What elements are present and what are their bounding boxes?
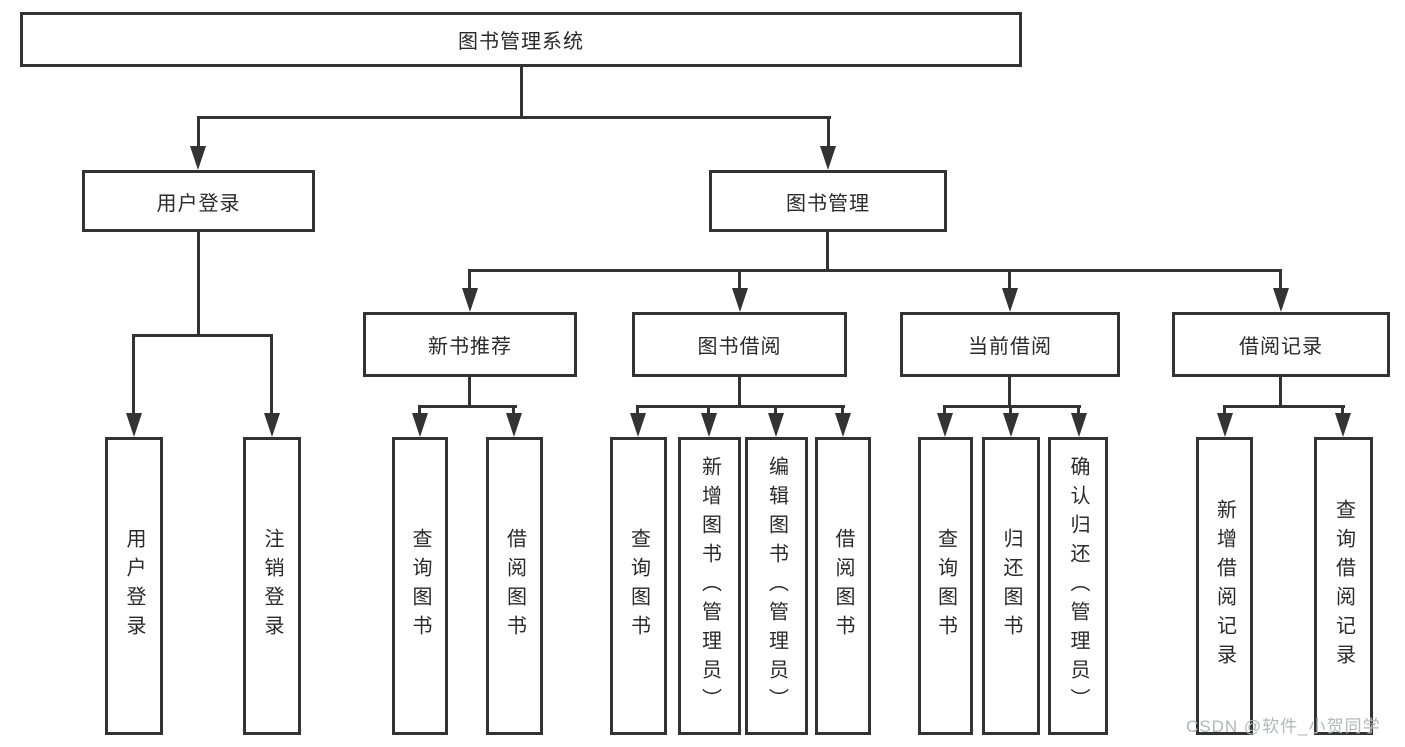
arrowhead-icon: [190, 146, 206, 170]
node-leaf-edit-book-label: 编辑图书（管理员）: [765, 455, 788, 717]
arrowhead-icon: [1002, 288, 1018, 312]
arrowhead-icon: [701, 413, 717, 437]
arrowhead-icon: [506, 413, 522, 437]
node-leaf-borrow-books-1: 借阅图书: [486, 437, 543, 735]
arrowhead-icon: [1273, 288, 1289, 312]
arrowhead-icon: [126, 413, 142, 437]
arrowhead-icon: [1003, 413, 1019, 437]
node-borrow-records: 借阅记录: [1172, 312, 1390, 377]
node-leaf-query-books-1: 查询图书: [392, 437, 448, 735]
node-new-book-rec-label: 新书推荐: [428, 336, 512, 358]
connector-line: [1341, 405, 1344, 415]
node-leaf-add-record: 新增借阅记录: [1196, 437, 1253, 735]
connector-line: [774, 405, 777, 415]
node-user-login: 用户登录: [82, 170, 315, 232]
connector-line: [738, 269, 741, 290]
connector-line: [1008, 269, 1011, 290]
connector-line: [707, 405, 710, 415]
arrowhead-icon: [732, 288, 748, 312]
connector-line: [1279, 269, 1282, 290]
connector-line: [197, 116, 200, 148]
arrowhead-icon: [1071, 413, 1087, 437]
connector-line: [1077, 405, 1080, 415]
connector-line: [841, 405, 844, 415]
arrowhead-icon: [820, 146, 836, 170]
connector-line: [943, 405, 946, 415]
arrowhead-icon: [835, 413, 851, 437]
node-leaf-borrow-books-1-label: 借阅图书: [503, 528, 526, 644]
node-leaf-query-record: 查询借阅记录: [1314, 437, 1373, 735]
connector-line: [636, 405, 845, 408]
connector-line: [468, 269, 471, 290]
node-book-borrow: 图书借阅: [632, 312, 847, 377]
arrowhead-icon: [937, 413, 953, 437]
connector-line: [132, 334, 273, 337]
node-leaf-add-record-label: 新增借阅记录: [1213, 499, 1236, 673]
connector-line: [132, 334, 135, 414]
node-leaf-logout: 注销登录: [243, 437, 301, 735]
node-book-mgmt: 图书管理: [709, 170, 947, 232]
node-leaf-add-book-label: 新增图书（管理员）: [698, 455, 721, 717]
arrowhead-icon: [264, 413, 280, 437]
node-book-borrow-label: 图书借阅: [697, 336, 782, 358]
node-leaf-return-books-label: 归还图书: [1000, 528, 1022, 644]
node-borrow-records-label: 借阅记录: [1239, 336, 1323, 358]
connector-line: [468, 269, 1282, 272]
connector-line: [1223, 405, 1226, 415]
connector-line: [1009, 405, 1012, 415]
arrowhead-icon: [1217, 413, 1233, 437]
connector-line: [468, 377, 471, 408]
node-book-mgmt-label: 图书管理: [786, 192, 870, 215]
connector-line: [197, 232, 200, 336]
node-leaf-query-record-label: 查询借阅记录: [1332, 499, 1355, 673]
node-current-borrow: 当前借阅: [900, 312, 1120, 377]
node-leaf-query-books-2: 查询图书: [610, 437, 667, 735]
node-leaf-confirm-return: 确认归还（管理员）: [1048, 437, 1108, 735]
node-current-borrow-label: 当前借阅: [968, 336, 1052, 358]
arrowhead-icon: [630, 413, 646, 437]
connector-line: [1279, 377, 1282, 408]
node-leaf-borrow-books-2: 借阅图书: [815, 437, 871, 735]
node-leaf-edit-book: 编辑图书（管理员）: [745, 437, 808, 735]
connector-line: [1223, 405, 1345, 408]
node-leaf-add-book: 新增图书（管理员）: [678, 437, 741, 735]
node-leaf-user-login: 用户登录: [105, 437, 163, 735]
arrowhead-icon: [462, 288, 478, 312]
connector-line: [197, 116, 831, 119]
connector-line: [418, 405, 421, 415]
connector-line: [738, 377, 741, 408]
node-leaf-query-books-2-label: 查询图书: [627, 528, 650, 644]
connector-line: [943, 405, 1081, 408]
node-leaf-query-books-3: 查询图书: [918, 437, 973, 735]
csdn-watermark: CSDN @软件_小贺同学: [1186, 717, 1381, 736]
node-user-login-label: 用户登录: [156, 192, 241, 215]
arrowhead-icon: [412, 413, 428, 437]
connector-line: [827, 116, 830, 148]
arrowhead-icon: [1335, 413, 1351, 437]
node-root: 图书管理系统: [20, 12, 1022, 67]
connector-line: [636, 405, 639, 415]
connector-line: [418, 405, 517, 408]
connector-line: [520, 66, 523, 119]
arrowhead-icon: [768, 413, 784, 437]
node-leaf-confirm-return-label: 确认归还（管理员）: [1067, 455, 1089, 717]
node-leaf-query-books-1-label: 查询图书: [409, 528, 431, 644]
node-leaf-user-login-label: 用户登录: [123, 528, 145, 644]
node-leaf-return-books: 归还图书: [982, 437, 1040, 735]
connector-line: [826, 232, 829, 272]
node-leaf-borrow-books-2-label: 借阅图书: [832, 528, 854, 644]
node-leaf-logout-label: 注销登录: [261, 528, 283, 644]
connector-line: [1008, 377, 1011, 408]
node-leaf-query-books-3-label: 查询图书: [934, 528, 957, 644]
node-new-book-rec: 新书推荐: [363, 312, 577, 377]
connector-line: [512, 405, 515, 415]
node-root-label: 图书管理系统: [458, 31, 584, 53]
connector-line: [270, 334, 273, 414]
